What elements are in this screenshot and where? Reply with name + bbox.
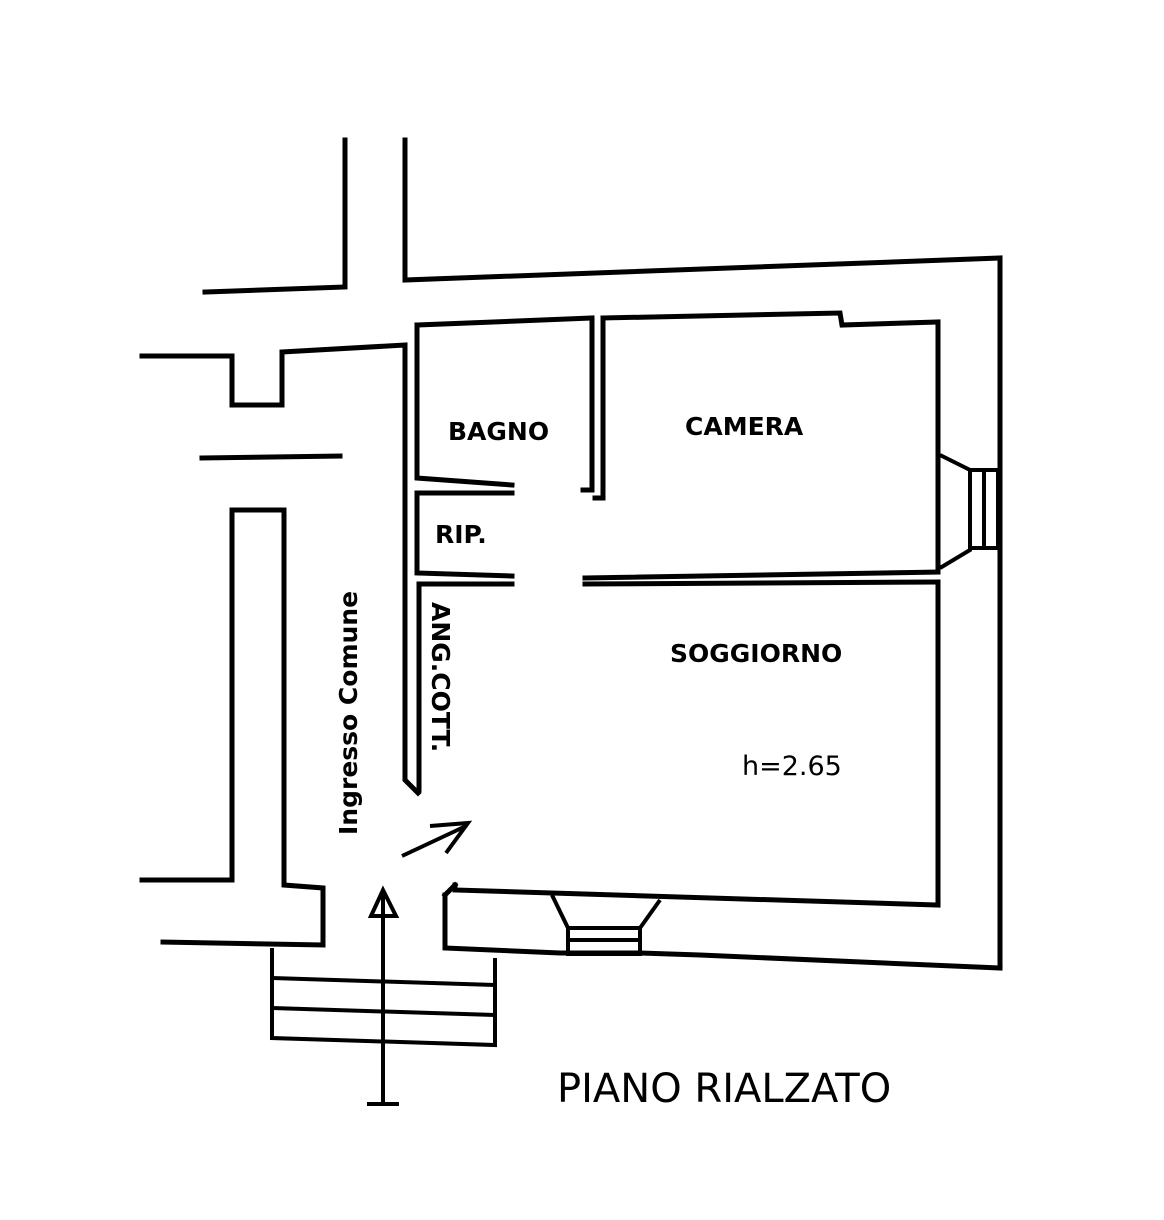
apartment-walls: [414, 310, 1003, 971]
surrounding-outlines: [139, 137, 1003, 971]
floor-title: PIANO RIALZATO: [557, 1066, 891, 1112]
diagonal-arrow-head: [429, 820, 473, 855]
entrance-right-jamb: [441, 881, 459, 899]
courtyard-top-left-edge: [202, 137, 348, 295]
courtyard-top-right-edge: [402, 137, 1003, 971]
camera-top-wall: [600, 310, 941, 573]
soggiorno-window: [550, 894, 662, 956]
entrance-arrow-head: [367, 885, 400, 918]
entrance-label: Ingresso Comune: [334, 591, 363, 835]
ceiling-height: h=2.65: [742, 751, 842, 782]
courtyard-middle-line: [199, 453, 343, 461]
room-label-bagno: BAGNO: [448, 417, 549, 446]
camera-left-wall: [592, 315, 606, 501]
soggiorno-bottom-wall: [452, 882, 941, 908]
bagno-left-wall: [414, 322, 515, 488]
room-label-soggiorno: SOGGIORNO: [670, 639, 842, 668]
outer-wall-top: [414, 315, 595, 328]
soggiorno-top-wall-right: [582, 579, 941, 587]
soggiorno-top-wall: [416, 581, 515, 793]
diagonal-arrow-icon: [401, 820, 473, 858]
camera-window: [938, 453, 1000, 570]
rip-walls: [414, 490, 515, 579]
room-label-camera: CAMERA: [685, 412, 804, 441]
bagno-right-wall: [580, 315, 595, 493]
window-splay: [938, 453, 972, 570]
courtyard-left-notch: [139, 342, 422, 797]
camera-bottom-wall: [582, 569, 941, 581]
bottom-window-splay: [550, 894, 662, 930]
diagonal-arrow-shaft: [401, 824, 467, 858]
room-label-ripostiglio: RIP.: [435, 520, 487, 549]
entrance-arrow-icon: [367, 885, 400, 1106]
room-label-angolo-cottura: ANG.COTT.: [426, 602, 455, 752]
corridor-left-outline: [139, 507, 326, 948]
